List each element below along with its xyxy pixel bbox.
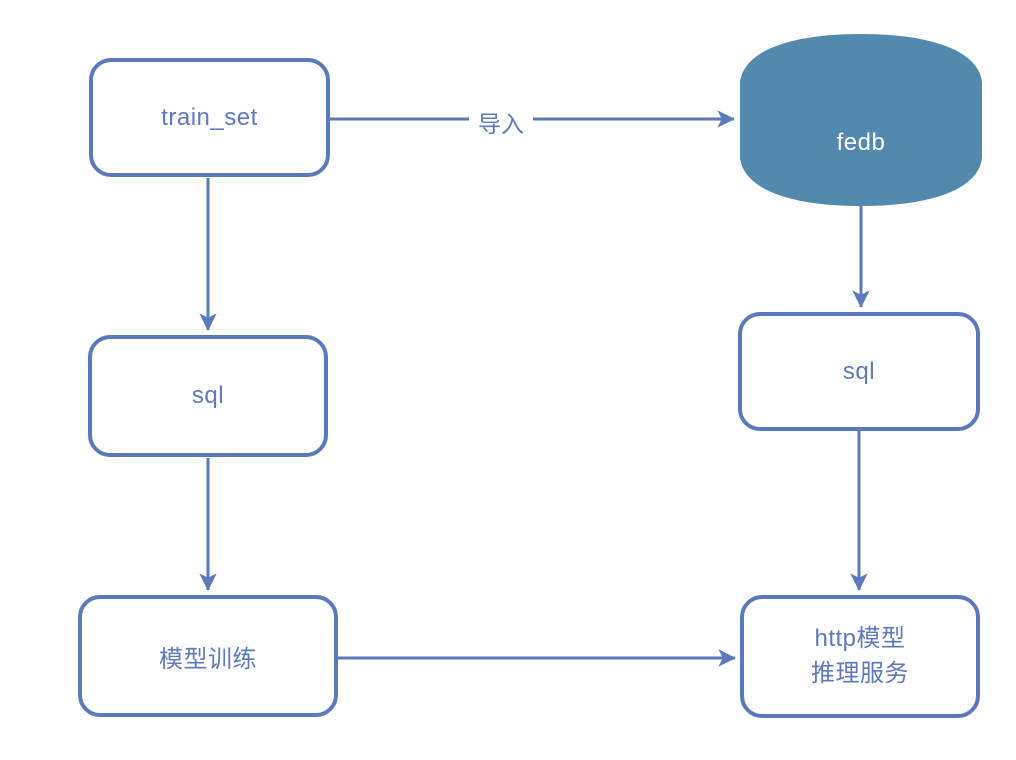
node-train-set-label: train_set: [161, 103, 258, 131]
node-sql-left-label: sql: [191, 382, 225, 409]
node-model-training[interactable]: 模型训练: [78, 595, 338, 717]
database-cylinder-shape[interactable]: [740, 34, 982, 206]
node-fedb-label: fedb: [836, 129, 886, 156]
node-sql-left[interactable]: sql: [88, 335, 328, 457]
edge-label-import: 导入: [469, 105, 533, 139]
node-fedb-label-box[interactable]: fedb: [740, 118, 982, 168]
node-http-service-label-line1: http模型: [814, 624, 906, 652]
node-http-service[interactable]: http模型 推理服务: [740, 595, 980, 718]
node-model-training-label: 模型训练: [159, 645, 257, 673]
node-sql-right[interactable]: sql: [738, 312, 980, 431]
node-train-set[interactable]: train_set: [89, 58, 330, 177]
node-http-service-label-line2: 推理服务: [811, 659, 909, 687]
node-sql-right-label: sql: [842, 357, 876, 385]
